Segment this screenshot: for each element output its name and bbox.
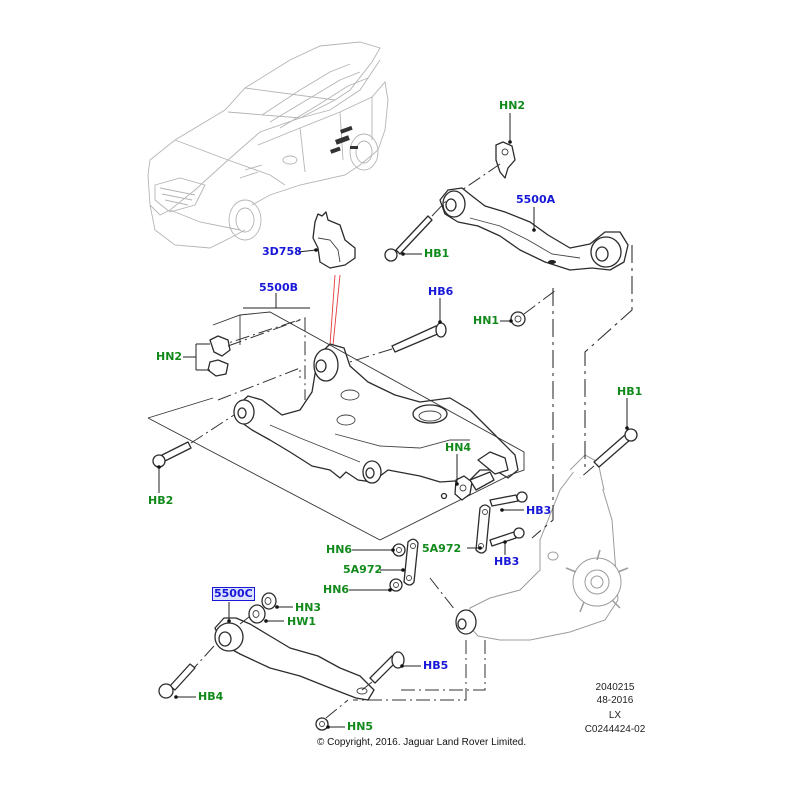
label-hn2-left[interactable]: HN2: [156, 350, 183, 363]
model-code: LX: [608, 710, 622, 721]
highlight-leader: [329, 274, 341, 346]
label-hw1[interactable]: HW1: [287, 615, 316, 628]
label-hn6-lower[interactable]: HN6: [323, 583, 350, 596]
part-5a972-link-right[interactable]: [475, 504, 491, 554]
fastener-hb6[interactable]: [339, 322, 447, 366]
part-5500c-rear-arm[interactable]: [193, 609, 375, 701]
label-5500a[interactable]: 5500A: [516, 193, 556, 206]
illustration-id: C0244424-02: [584, 724, 646, 735]
assembly-guide-lines: [353, 245, 633, 701]
label-hb1-top[interactable]: HB1: [424, 247, 450, 260]
label-5a972-left[interactable]: 5A972: [343, 563, 383, 576]
fastener-hw1[interactable]: [248, 604, 266, 624]
label-5a972-right[interactable]: 5A972: [422, 542, 462, 555]
label-hb3-lower[interactable]: HB3: [494, 555, 520, 568]
fastener-hb1-top[interactable]: [384, 199, 448, 262]
fastener-hb2[interactable]: [152, 414, 235, 468]
label-hb1-right[interactable]: HB1: [617, 385, 643, 398]
label-hb6[interactable]: HB6: [428, 285, 454, 298]
label-hn3[interactable]: HN3: [295, 601, 322, 614]
fastener-hb4[interactable]: [158, 663, 196, 699]
vehicle-overview-illustration: [147, 41, 389, 249]
copyright-notice: © Copyright, 2016. Jaguar Land Rover Lim…: [317, 737, 527, 748]
part-5500b-lower-arm[interactable]: [233, 343, 519, 484]
label-5500b[interactable]: 5500B: [259, 281, 298, 294]
label-hn5[interactable]: HN5: [347, 720, 374, 733]
fastener-hn6-lower[interactable]: [389, 578, 403, 592]
fastener-hn4[interactable]: [440, 471, 495, 501]
fastener-hn3[interactable]: [261, 592, 277, 610]
fastener-hb3-upper[interactable]: [489, 491, 528, 507]
label-hn4[interactable]: HN4: [445, 441, 472, 454]
label-hb3-upper[interactable]: HB3: [526, 504, 552, 517]
fastener-hn5[interactable]: [315, 699, 349, 731]
label-hb4[interactable]: HB4: [198, 690, 224, 703]
fastener-hn2-left[interactable]: [207, 319, 301, 377]
group-outline-5500b: [147, 311, 525, 541]
part-5a972-link-left[interactable]: [403, 538, 419, 586]
label-3d758[interactable]: 3D758: [262, 245, 302, 258]
label-hn1[interactable]: HN1: [473, 314, 500, 327]
fastener-hb3-lower[interactable]: [489, 527, 525, 547]
fastener-hb5[interactable]: [361, 651, 405, 691]
label-hb2[interactable]: HB2: [148, 494, 174, 507]
label-hn6-upper[interactable]: HN6: [326, 543, 353, 556]
label-leader-lines: [157, 113, 629, 729]
label-hn2-top[interactable]: HN2: [499, 99, 526, 112]
fastener-hn2-top[interactable]: [461, 141, 516, 191]
illustration-date: 48-2016: [596, 695, 634, 706]
part-3d758-cover[interactable]: [312, 211, 356, 269]
hub-knuckle-reference: [455, 454, 629, 641]
label-5500c[interactable]: 5500C: [212, 587, 255, 601]
fastener-hn1[interactable]: [510, 289, 557, 327]
fastener-hb1-right[interactable]: [579, 428, 638, 479]
label-hb5[interactable]: HB5: [423, 659, 449, 672]
illustration-reference: 2040215: [595, 682, 635, 693]
